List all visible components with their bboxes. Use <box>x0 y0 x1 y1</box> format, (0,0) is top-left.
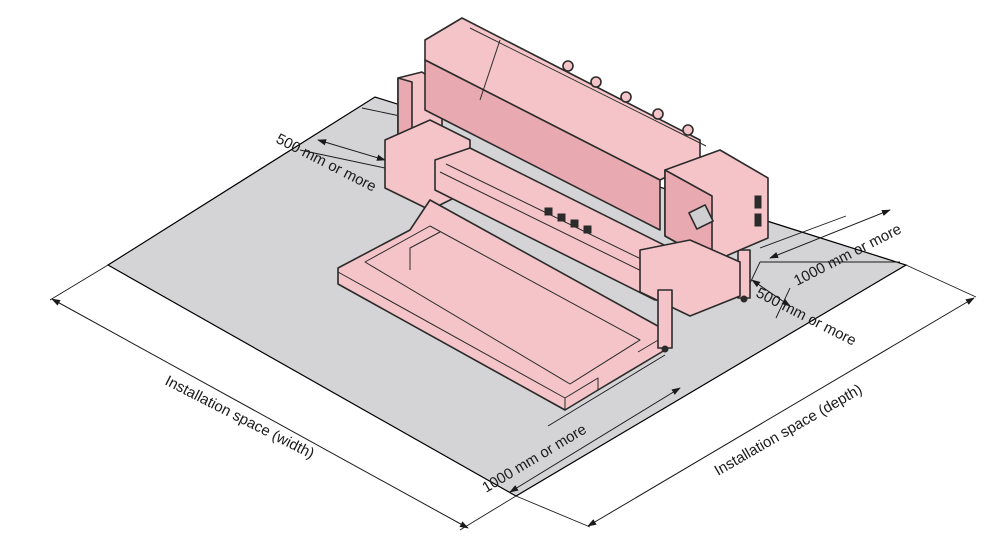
printer-leg <box>657 289 673 349</box>
rear-clearance-dimension-line <box>769 209 891 259</box>
width-dimension-line <box>51 298 469 529</box>
control-panel-display <box>688 204 714 230</box>
knob <box>620 91 632 103</box>
tray-edge <box>564 377 599 399</box>
knob <box>682 124 694 136</box>
cover-ridge <box>479 39 501 101</box>
cover-ridge <box>469 27 707 147</box>
printer-top-cover-front <box>424 59 661 231</box>
dimension-lines <box>51 139 975 529</box>
platen-rail <box>439 171 673 287</box>
knob <box>562 60 574 72</box>
knob <box>590 76 602 88</box>
depth-label: Installation space (depth) <box>712 381 866 480</box>
width-label: Installation space (width) <box>162 372 317 462</box>
control-panel-keys <box>754 213 762 227</box>
print-heads <box>544 207 592 234</box>
side-clearance-dimension-line <box>317 139 386 161</box>
printer-caster <box>661 345 669 353</box>
right-clearance-dimension-line <box>751 279 791 307</box>
tray-inner-surface <box>364 225 641 385</box>
printer-illustration <box>337 17 769 411</box>
tray-edge <box>409 231 441 270</box>
front-clearance-dimension-line <box>509 387 681 493</box>
control-panel-keys <box>754 195 762 209</box>
knob <box>652 108 664 120</box>
printer-caster <box>740 295 748 303</box>
